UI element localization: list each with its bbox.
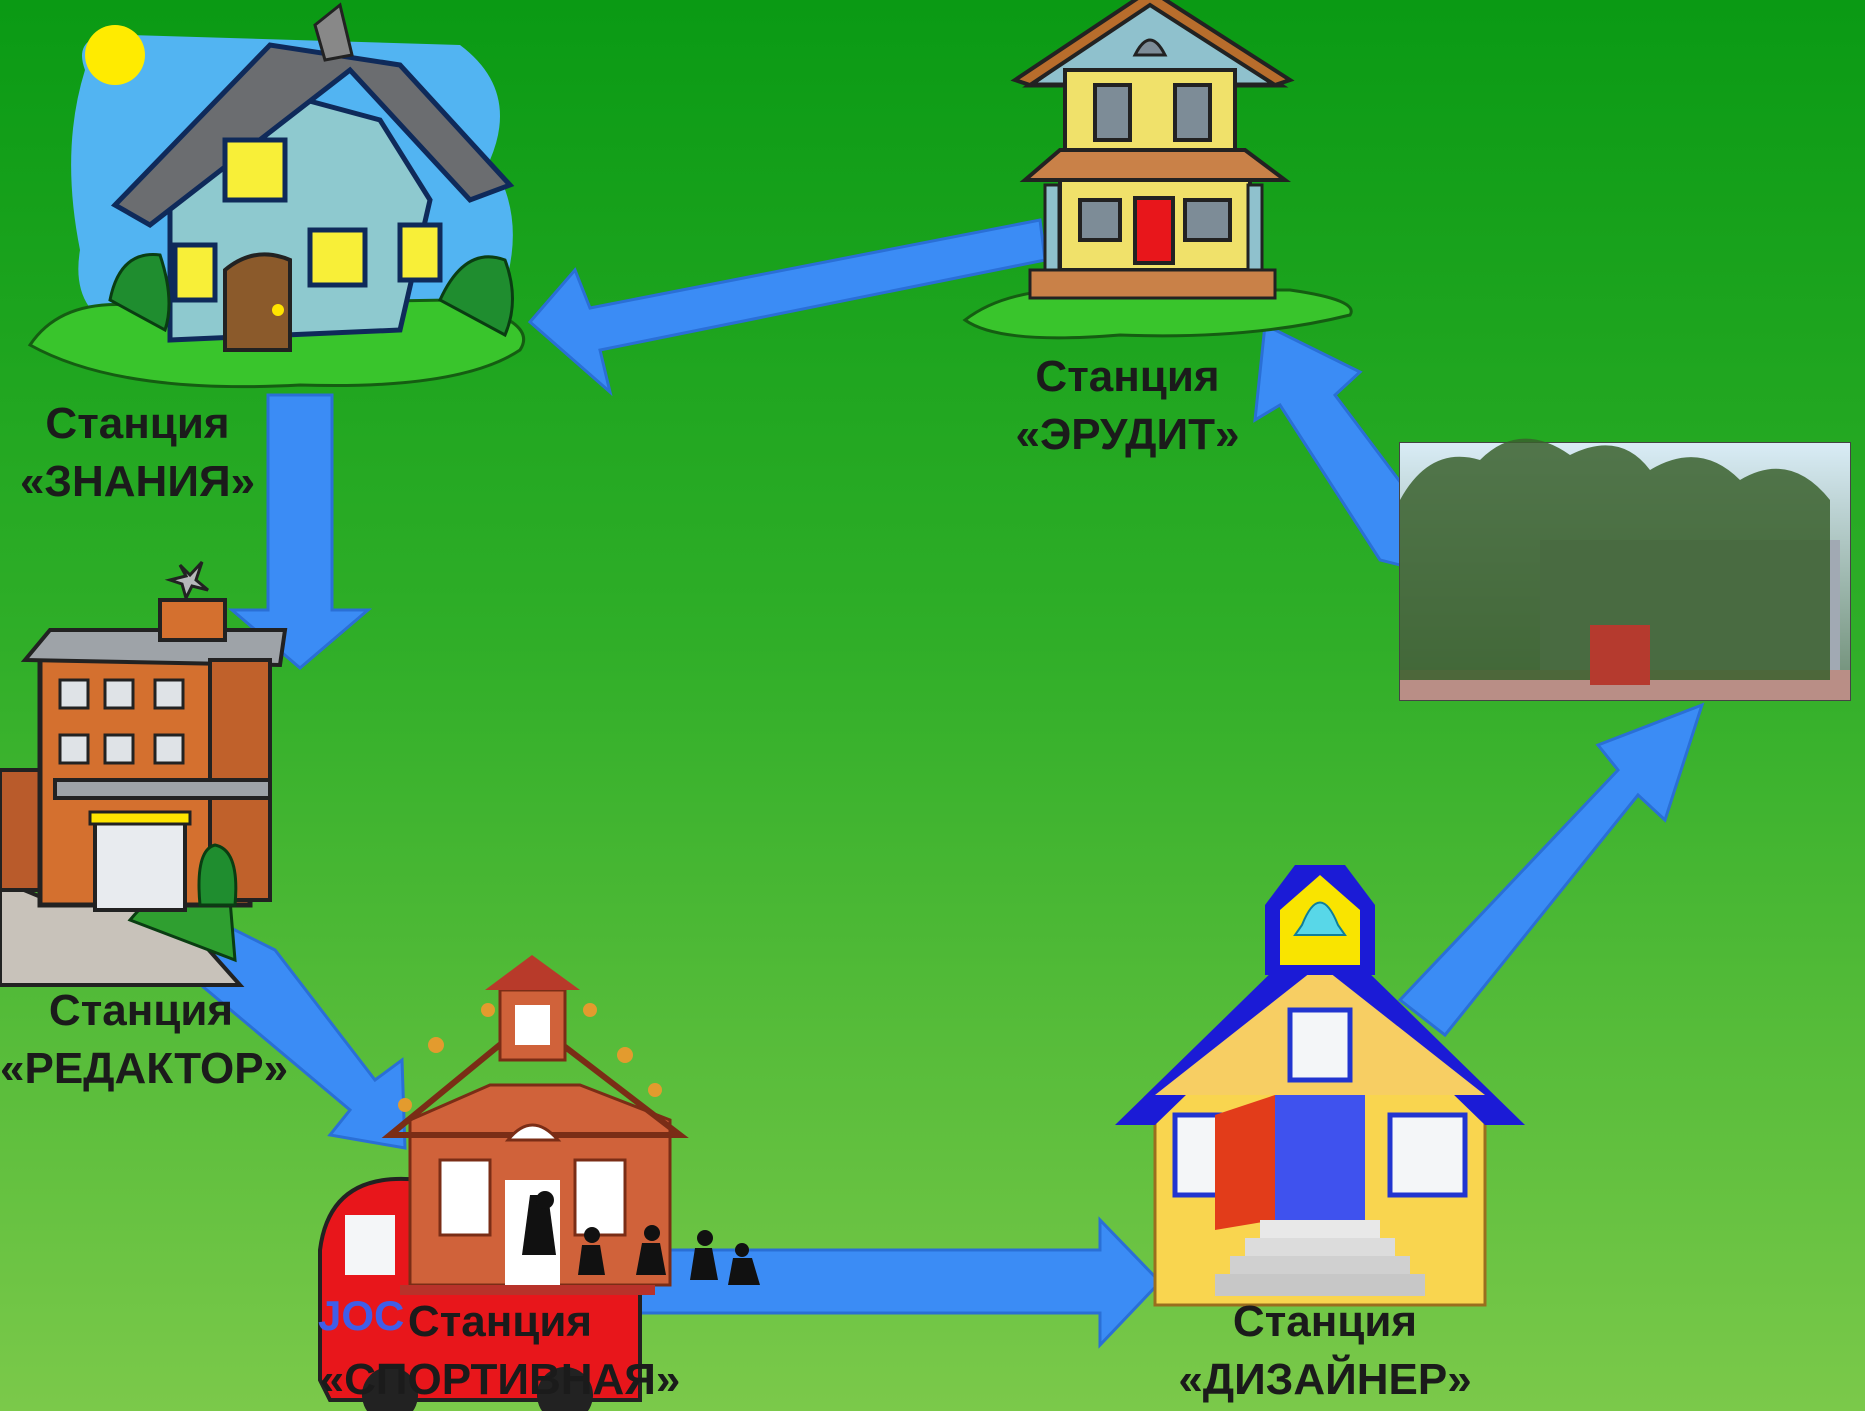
station-line2: «РЕДАКТОР» xyxy=(0,1044,289,1093)
arrow-sport-to-designer xyxy=(638,1216,1163,1349)
station-label-erudit: Станция «ЭРУДИТ» xyxy=(1000,348,1255,464)
station-line1: Станция xyxy=(1035,352,1220,401)
arrow-redaktor-to-sport xyxy=(193,923,407,1150)
arrow-znaniya-to-redaktor xyxy=(227,393,373,670)
station-line2: «ЭРУДИТ» xyxy=(1015,410,1240,459)
school-building-photo xyxy=(1399,438,1851,701)
station-label-redaktor: Станция «РЕДАКТОР» xyxy=(0,982,289,1098)
house-icon xyxy=(27,2,526,389)
bell-school-icon xyxy=(1115,865,1525,1307)
svg-text:JOC: JOC xyxy=(318,1292,404,1339)
two-story-house-icon xyxy=(962,0,1353,340)
brick-building-icon xyxy=(0,560,288,987)
arrow-designer-to-photo xyxy=(1397,702,1705,1038)
station-line1: Станция xyxy=(45,399,230,448)
station-label-sport: Станция «СПОРТИВНАЯ» xyxy=(300,1293,700,1409)
station-label-designer: Станция «ДИЗАЙНЕР» xyxy=(1160,1293,1490,1409)
station-line1: Станция xyxy=(1232,1297,1418,1346)
station-line1: Станция xyxy=(48,986,234,1035)
station-label-znaniya: Станция «ЗНАНИЯ» xyxy=(10,395,265,511)
station-line1: Станция xyxy=(407,1297,593,1346)
schoolhouse-with-bus-icon: JOC xyxy=(318,955,760,1411)
route-arrows xyxy=(193,218,1705,1349)
station-line2: «ДИЗАЙНЕР» xyxy=(1178,1355,1472,1404)
station-line2: «СПОРТИВНАЯ» xyxy=(319,1355,681,1404)
arrow-erudit-to-znaniya xyxy=(527,218,1047,397)
station-line2: «ЗНАНИЯ» xyxy=(19,457,256,506)
